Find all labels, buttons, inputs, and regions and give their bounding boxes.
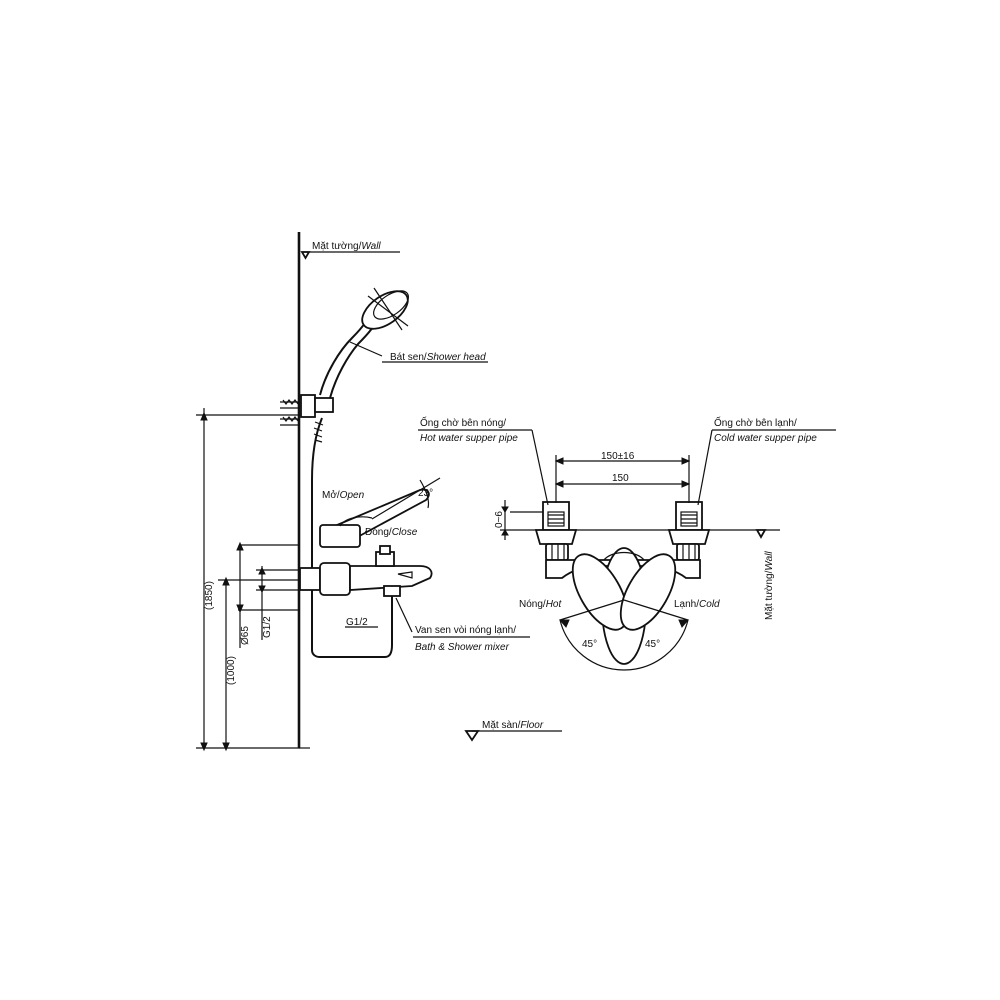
hot-label: Nóng/Hot <box>519 599 562 610</box>
mixer-label-en: Bath & Shower mixer <box>415 642 510 653</box>
pipe-spacing-label: 150 <box>612 473 629 484</box>
cold-supply-pipe-icon <box>675 501 703 531</box>
thread-left-label: G1/2 <box>262 616 273 638</box>
wall-top-label: Mặt tường/Wall <box>312 241 381 252</box>
angle-open-label: 23° <box>418 488 433 499</box>
thread-bottom-label: G1/2 <box>346 617 368 628</box>
wall-bracket-icon <box>280 394 334 426</box>
cold-pipe-label-vi: Ống chờ bên lạnh/ <box>714 415 797 429</box>
pipe-spacing-tol-label: 150±16 <box>601 451 635 462</box>
open-label: Mở/Open <box>322 489 365 501</box>
angle-right-label: 45° <box>645 639 660 650</box>
shower-hose <box>311 417 393 658</box>
shower-head-label: Bát sen/Shower head <box>390 352 486 363</box>
cold-label: Lạnh/Cold <box>674 599 720 610</box>
cold-connector-icon <box>667 529 711 561</box>
mixer-label-vi: Van sen vòi nóng lạnh/ <box>415 625 516 636</box>
close-label: Đóng/Close <box>365 527 418 538</box>
floor-label: Mặt sàn/Floor <box>482 720 544 731</box>
angle-left-label: 45° <box>582 639 597 650</box>
mixer-body-icon <box>299 545 433 597</box>
diameter-label: Ø65 <box>240 626 251 645</box>
wall-marker <box>300 251 311 260</box>
mixer-height-label: (1000) <box>226 656 237 685</box>
shower-head-icon <box>319 287 409 399</box>
hot-connector-icon <box>534 529 578 561</box>
hot-pipe-label-en: Hot water supper pipe <box>420 433 518 444</box>
wall-right-label: Mặt tường/Wall <box>764 551 775 620</box>
hot-supply-pipe-icon <box>542 501 570 531</box>
offset-label: 0~6 <box>494 511 505 528</box>
top-view: Mặt tường/Wall 0~6 150±16 150 Ống chờ <box>418 415 836 671</box>
lever-front-icon <box>571 547 677 665</box>
total-height-label: (1850) <box>204 581 215 610</box>
floor-marker <box>464 730 480 742</box>
hot-pipe-label-vi: Ống chờ bên nóng/ <box>420 415 506 429</box>
cold-pipe-label-en: Cold water supper pipe <box>714 433 817 444</box>
side-view: Mặt tường/Wall Bát sen/Shower head <box>196 232 562 752</box>
